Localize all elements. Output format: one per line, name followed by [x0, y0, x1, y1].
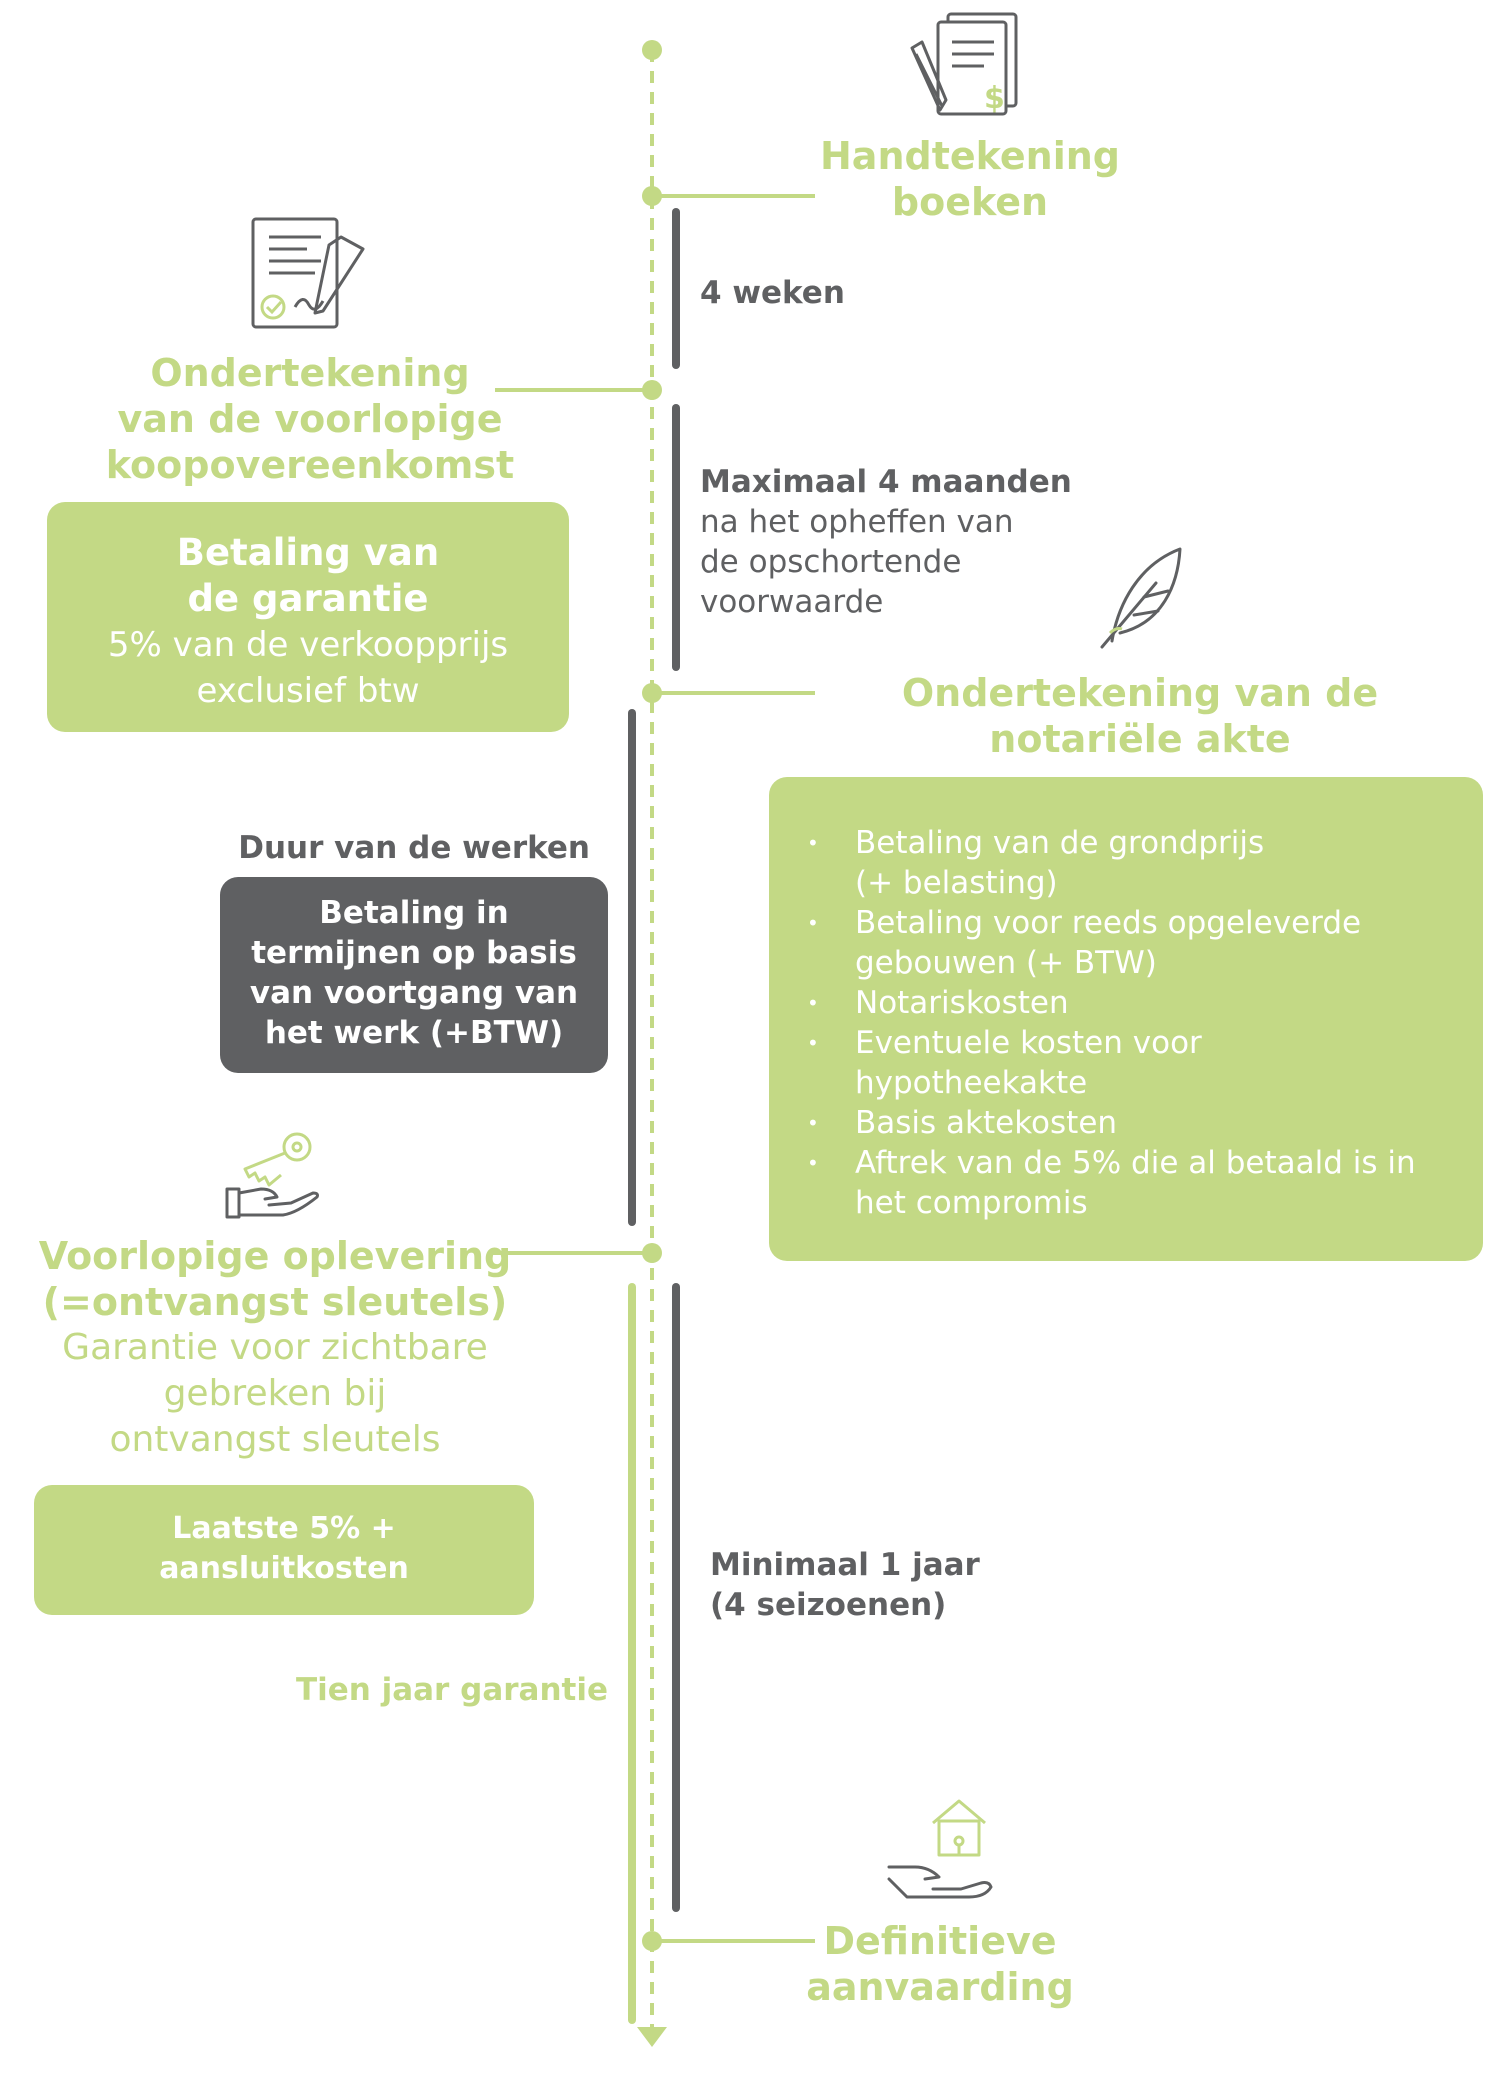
step-handtekening-line2: boeken [891, 180, 1049, 224]
akte-item-line1: Eventuele kosten voor [855, 1025, 1202, 1061]
step-voorlopige-oplevering: Voorlopige oplevering (=ontvangst sleute… [20, 1233, 530, 1463]
duration-ten-year: Tien jaar garantie [295, 1672, 608, 1708]
akte-item-line2: het compromis [855, 1185, 1088, 1221]
contract-signature-icon [251, 217, 365, 329]
step-voorlopige-oplevering-line1: Voorlopige oplevering [38, 1234, 512, 1278]
duration-max-four-months-bold: Maximaal 4 maanden [700, 464, 1072, 500]
box-laatste-l1: Laatste 5% + [172, 1511, 396, 1546]
akte-item-line1: Aftrek van de 5% die al betaald is in [855, 1145, 1416, 1181]
duration-min-one-year-l1: Minimaal 1 jaar [710, 1547, 980, 1583]
timeline-end-arrow [637, 2027, 667, 2047]
akte-item: Betaling voor reeds opgeleverde gebouwen… [769, 903, 1483, 983]
step-voorlopige-oplevering-sub3: ontvangst sleutels [109, 1419, 441, 1460]
box-garantie: Betaling van de garantie 5% van de verko… [47, 502, 569, 732]
akte-item-line1: Notariskosten [855, 985, 1069, 1021]
svg-text:$: $ [984, 81, 1005, 116]
akte-item-line1: Betaling voor reeds opgeleverde [855, 905, 1362, 941]
hand-key-icon [225, 1132, 319, 1219]
akte-item: Betaling van de grondprijs (+ belasting) [769, 823, 1483, 903]
box-garantie-l3: 5% van de verkoopprijs [107, 625, 509, 665]
box-termijnen-l4: het werk (+BTW) [264, 1015, 564, 1051]
box-garantie-l2: de garantie [187, 577, 429, 620]
akte-item-line1: Basis aktekosten [855, 1105, 1118, 1141]
duration-min-one-year-l2: (4 seizoenen) [710, 1587, 947, 1623]
step-handtekening-line1: Handtekening [820, 134, 1120, 178]
akte-item-line2: hypotheekakte [855, 1065, 1088, 1101]
step-voorlopige-oplevering-line2: (=ontvangst sleutels) [42, 1280, 508, 1324]
step-notariele-akte-line1: Ondertekening van de [901, 671, 1379, 715]
duration-works: Duur van de werken [238, 830, 590, 866]
akte-item-line2: (+ belasting) [855, 865, 1058, 901]
step-definitieve-line2: aanvaarding [806, 1965, 1074, 2009]
box-termijnen-l2: termijnen op basis [251, 935, 577, 971]
duration-max-four-months-l2: de opschortende [700, 544, 962, 580]
timeline-start-dot [642, 40, 662, 60]
akte-item: Aftrek van de 5% die al betaald is in he… [769, 1143, 1483, 1223]
duration-max-four-months-l3: voorwaarde [700, 584, 884, 620]
akte-item-line1: Betaling van de grondprijs [855, 825, 1265, 861]
step-voorlopige-koop-line2: van de voorlopige [117, 397, 503, 441]
akte-item: Eventuele kosten voor hypotheekakte [769, 1023, 1483, 1103]
step-voorlopige-koop-line3: koopovereenkomst [105, 443, 515, 487]
box-garantie-l1: Betaling van [176, 531, 440, 574]
akte-item: Notariskosten [769, 983, 1483, 1023]
step-notariele-akte-title: Ondertekening van de notariële akte [870, 670, 1410, 762]
step-voorlopige-oplevering-sub2: gebreken bij [163, 1373, 387, 1414]
step-definitieve-line1: Definitieve [823, 1919, 1057, 1963]
step-voorlopige-oplevering-sub1: Garantie voor zichtbare [62, 1327, 488, 1368]
step-voorlopige-koop-title: Ondertekening van de voorlopige koopover… [60, 350, 560, 488]
box-termijnen-l3: van voortgang van [249, 975, 579, 1011]
step-definitieve-title: Definitieve aanvaarding [770, 1918, 1110, 2010]
step-voorlopige-koop-line1: Ondertekening [150, 351, 470, 395]
box-garantie-l4: exclusief btw [196, 671, 420, 711]
step-notariele-akte-line2: notariële akte [989, 717, 1291, 761]
duration-min-one-year: Minimaal 1 jaar (4 seizoenen) [710, 1545, 980, 1625]
step-handtekening-title: Handtekening boeken [770, 133, 1170, 225]
box-termijnen-l1: Betaling in [319, 895, 509, 931]
akte-item-line2: gebouwen (+ BTW) [855, 945, 1157, 981]
box-akte-items: Betaling van de grondprijs (+ belasting)… [769, 777, 1483, 1261]
quill-feather-icon [1100, 547, 1182, 649]
akte-items-list: Betaling van de grondprijs (+ belasting)… [769, 823, 1483, 1223]
box-termijnen: Betaling in termijnen op basis van voort… [220, 877, 608, 1073]
duration-max-four-months: Maximaal 4 maanden na het opheffen van d… [700, 462, 1120, 622]
duration-max-four-months-l1: na het opheffen van [700, 504, 1014, 540]
box-laatste-l2: aansluitkosten [159, 1551, 409, 1586]
akte-item: Basis aktekosten [769, 1103, 1483, 1143]
documents-pen-dollar-icon: $ [910, 12, 1018, 116]
box-laatste: Laatste 5% + aansluitkosten [34, 1485, 534, 1615]
duration-four-weeks: 4 weken [700, 275, 845, 311]
hand-house-icon [887, 1799, 993, 1899]
